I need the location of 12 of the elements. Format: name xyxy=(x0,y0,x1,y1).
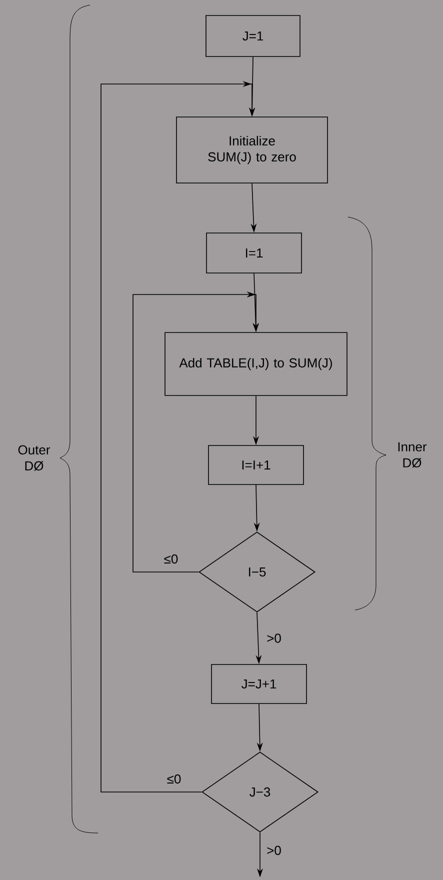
process-box: J=1 xyxy=(206,15,300,57)
arrow xyxy=(100,80,256,792)
process-box: I=I+1 xyxy=(208,445,304,485)
process-box: J=J+1 xyxy=(211,664,307,704)
arrow xyxy=(132,291,260,572)
process-box: I=1 xyxy=(206,232,302,274)
process-box: Initialize SUM(J) to zero xyxy=(176,116,328,184)
brace-label: Outer DØ xyxy=(18,445,50,471)
edge-label: >0 xyxy=(266,632,282,644)
edge-label: >0 xyxy=(266,844,282,856)
process-box: Add TABLE(I,J) to SUM(J) xyxy=(164,332,348,396)
brace-label: Inner DØ xyxy=(398,442,427,468)
